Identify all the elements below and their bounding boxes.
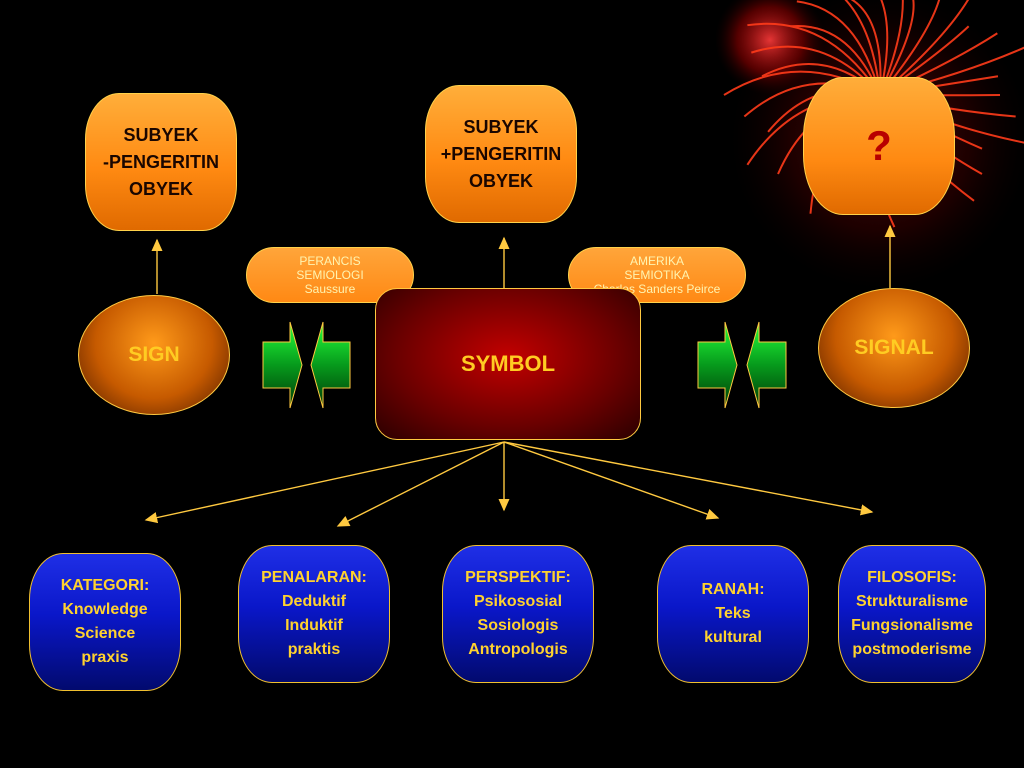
- subyek-minus-line-2: -PENGERITIN: [102, 151, 219, 172]
- firework-ray: [879, 0, 889, 96]
- subyek-minus-box: SUBYEK -PENGERITIN OBYEK: [85, 93, 237, 231]
- penalaran-line-4: praktis: [287, 641, 341, 658]
- subyek-plus-line-3: OBYEK: [468, 170, 533, 191]
- filosofis-line-2: Strukturalisme: [855, 593, 969, 610]
- filosofis-box: FILOSOFIS: Strukturalisme Fungsionalisme…: [838, 545, 986, 683]
- sign-oval: SIGN: [78, 295, 230, 415]
- subyek-plus-box: SUBYEK +PENGERITIN OBYEK: [425, 85, 577, 223]
- subyek-plus-line-1: SUBYEK: [463, 116, 539, 137]
- ranah-line-3: kultural: [704, 629, 762, 646]
- green-double-arrow: [262, 321, 351, 409]
- ranah-box: RANAH: Teks kultural: [657, 545, 809, 683]
- filosofis-line-4: postmoderisme: [852, 641, 972, 658]
- kategori-box: KATEGORI: Knowledge Science praxis: [29, 553, 181, 691]
- perspektif-line-1: PERSPEKTIF:: [465, 569, 571, 586]
- sign-label: SIGN: [128, 343, 180, 366]
- amerika-line-2: SEMIOTIKA: [624, 268, 690, 282]
- signal-oval: SIGNAL: [818, 288, 970, 408]
- green-double-arrow: [697, 321, 787, 409]
- subyek-minus-line-1: SUBYEK: [123, 124, 199, 145]
- arrow-to-filosofis: [503, 441, 874, 516]
- signal-label: SIGNAL: [854, 336, 934, 359]
- kategori-line-3: Science: [74, 625, 136, 642]
- penalaran-line-3: Induktif: [285, 617, 343, 634]
- penalaran-line-2: Deduktif: [282, 593, 346, 610]
- penalaran-box: PENALARAN: Deduktif Induktif praktis: [238, 545, 390, 683]
- perspektif-box: PERSPEKTIF: Psikososial Sosiologis Antro…: [442, 545, 594, 683]
- symbol-label: SYMBOL: [460, 351, 556, 376]
- symbol-box: SYMBOL: [375, 288, 641, 440]
- firework-ray: [879, 0, 904, 96]
- perancis-line-3: Saussure: [304, 282, 356, 296]
- kategori-line-4: praxis: [81, 649, 129, 666]
- subyek-plus-line-2: +PENGERITIN: [440, 143, 562, 164]
- perancis-line-1: PERANCIS: [299, 254, 361, 268]
- kategori-line-2: Knowledge: [62, 601, 148, 618]
- perspektif-line-2: Psikososial: [473, 593, 563, 610]
- perancis-line-2: SEMIOLOGI: [296, 268, 364, 282]
- perspektif-line-4: Antropologis: [468, 641, 568, 658]
- penalaran-line-1: PENALARAN:: [261, 569, 367, 586]
- arrow-to-ranah: [503, 441, 720, 520]
- firework-ray: [796, 0, 881, 96]
- perspektif-line-3: Sosiologis: [477, 617, 559, 634]
- kategori-line-1: KATEGORI:: [60, 577, 150, 594]
- ranah-line-1: RANAH:: [701, 581, 765, 598]
- amerika-line-1: AMERIKA: [629, 254, 684, 268]
- subyek-minus-line-3: OBYEK: [128, 178, 193, 199]
- question-mark: ?: [866, 122, 892, 169]
- arrow-to-penalaran: [336, 441, 505, 527]
- question-box: ?: [803, 77, 955, 215]
- arrow-to-kategori: [144, 441, 505, 524]
- filosofis-line-3: Fungsionalisme: [851, 617, 973, 634]
- ranah-line-2: Teks: [715, 605, 751, 622]
- firework-ray: [844, 0, 881, 96]
- filosofis-line-1: FILOSOFIS:: [867, 569, 957, 586]
